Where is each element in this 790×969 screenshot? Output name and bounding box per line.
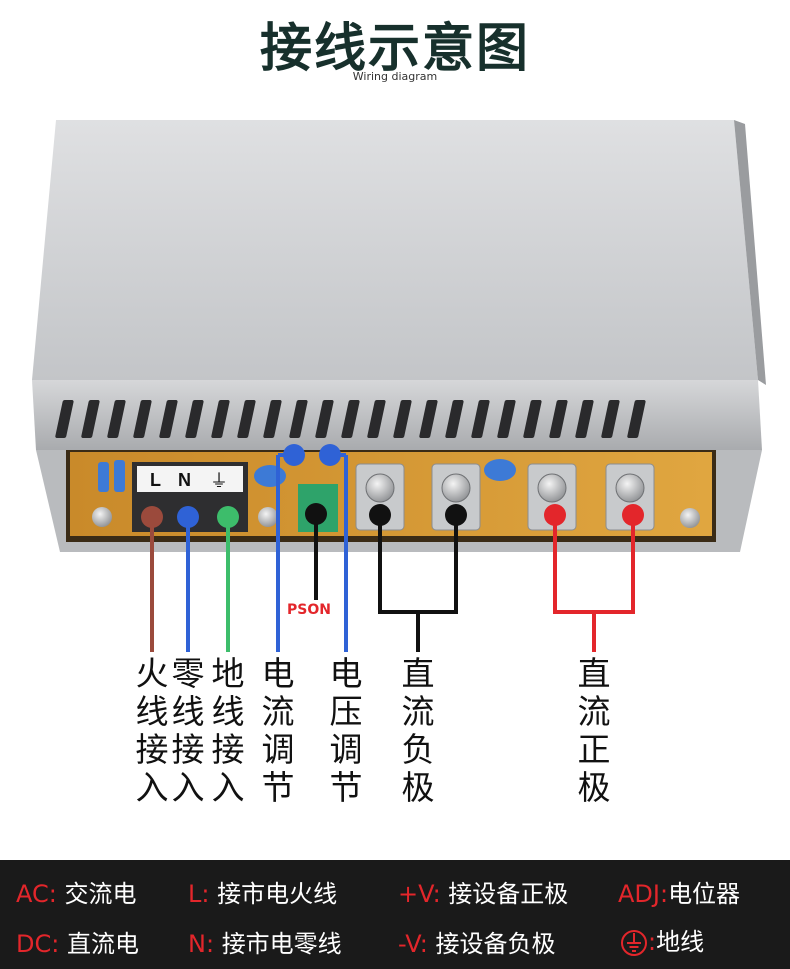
label-dc-negative: 直流负极 [401,654,435,807]
legend-nv: -V: 接设备负极 [398,924,555,959]
wires [150,455,635,652]
legend-ac: AC: 交流电 [16,874,136,909]
legend-pv-key: +V: [398,880,441,908]
legend-dc: DC: 直流电 [16,924,139,959]
power-supply-diagram: L N ⏚ [32,120,766,652]
case-top [32,120,758,380]
legend-pv-text: 接设备正极 [448,880,569,908]
terminal-label-l: L [150,470,161,490]
legend-n-key: N: [188,930,215,958]
label-dc-positive: 直流正极 [577,654,611,807]
legend-nv-key: -V: [398,930,428,958]
label-ground-input: 地线接入 [211,654,245,807]
legend-panel: AC: 交流电 DC: 直流电 L: 接市电火线 N: 接市电零线 +V: 接设… [0,860,790,969]
mounting-screws [92,507,700,528]
page-subtitle: Wiring diagram [352,70,438,83]
legend-l: L: 接市电火线 [188,874,337,909]
ground-symbol-icon [621,930,647,956]
legend-l-text: 接市电火线 [217,880,338,908]
legend-adj-text: 电位器 [668,880,741,908]
vent-slots [55,400,646,438]
legend-dc-key: DC: [16,930,60,958]
terminal-label-n: N [178,470,191,490]
legend-l-key: L: [188,880,210,908]
legend-pv: +V: 接设备正极 [398,874,568,909]
legend-ground-text: 地线 [656,928,705,956]
legend-n-text: 接市电零线 [221,930,342,958]
label-live-input: 火线接入 [135,654,169,807]
legend-ac-text: 交流电 [64,880,137,908]
label-neutral-input: 零线接入 [171,654,205,807]
label-voltage-adjust: 电压调节 [329,654,363,807]
page-title: 接线示意图 [259,19,530,79]
legend-ground: :地线 [620,922,704,957]
label-current-adjust: 电流调节 [261,654,295,807]
legend-adj: ADJ:电位器 [618,874,740,909]
legend-n: N: 接市电零线 [188,924,342,959]
legend-nv-text: 接设备负极 [435,930,556,958]
legend-adj-key: ADJ: [618,880,669,908]
legend-ground-key: : [648,928,657,956]
legend-dc-text: 直流电 [66,930,139,958]
legend-ac-key: AC: [16,880,57,908]
terminal-label-ground: ⏚ [210,471,228,492]
pson-label: PSON [287,602,331,618]
case-right-side [734,120,766,385]
